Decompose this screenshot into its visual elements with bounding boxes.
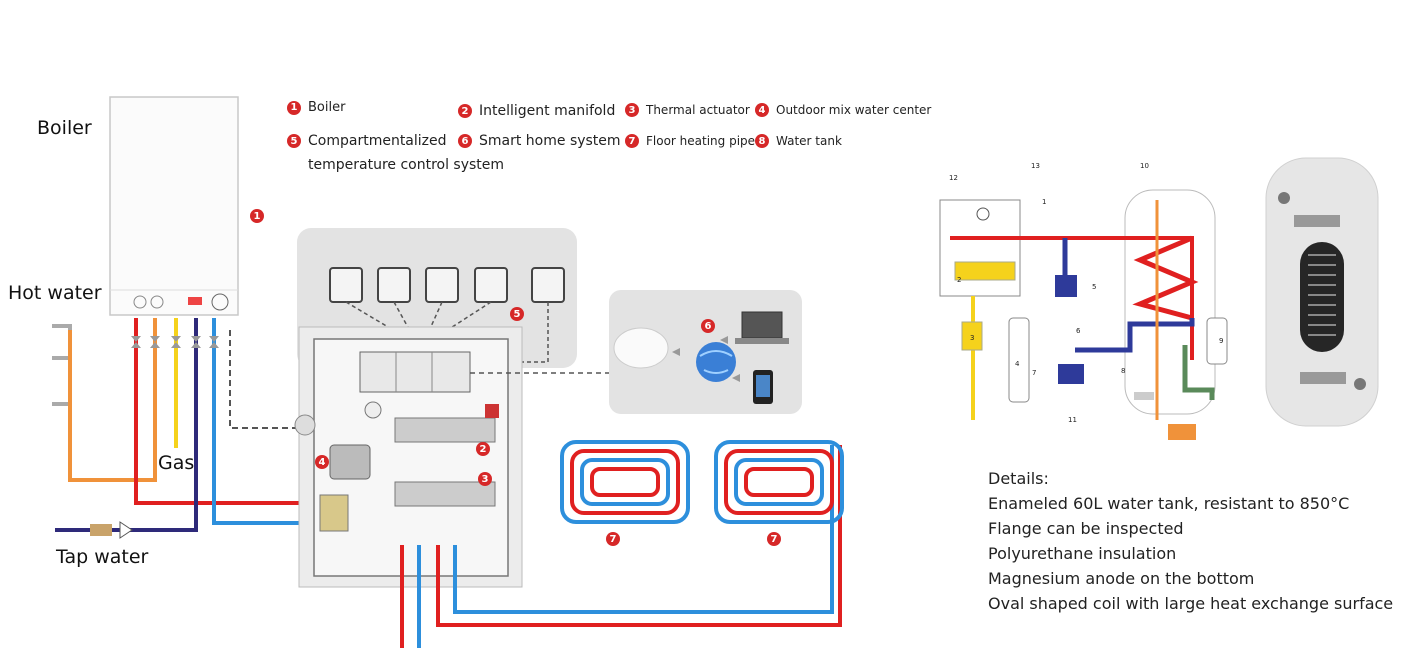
schematic-number: 8: [1121, 367, 1126, 375]
legend-line2: temperature control system: [308, 157, 505, 173]
schematic-number: 9: [1219, 337, 1224, 345]
thermostats: [329, 267, 565, 303]
schematic-number: 13: [1031, 162, 1040, 170]
gateway-device: [613, 327, 669, 369]
tank-schematic: [939, 189, 1228, 440]
boiler-unit: [109, 96, 239, 316]
details-heading: Details:: [988, 469, 1049, 488]
floor-coil-1: [560, 440, 690, 524]
schematic-number: 10: [1140, 162, 1149, 170]
marker-smart-home: 6: [701, 319, 715, 333]
marker-actuator: 3: [478, 472, 492, 486]
details-item: Magnesium anode on the bottom: [988, 569, 1255, 588]
pipe-blue-return: [212, 318, 320, 525]
schematic-number: 7: [1032, 369, 1037, 377]
details-item: Flange can be inspected: [988, 519, 1184, 538]
details-item: Oval shaped coil with large heat exchang…: [988, 594, 1394, 613]
schematic-number: 11: [1068, 416, 1077, 424]
details-item: Enameled 60L water tank, resistant to 85…: [988, 494, 1350, 513]
schematic-number: 5: [1092, 283, 1097, 291]
marker-compartment: 5: [510, 307, 524, 321]
pipe-orange-hot: [68, 318, 157, 482]
floor-coil-2: [714, 440, 844, 524]
laptop-icon: [741, 311, 783, 339]
boiler-label: Boiler: [37, 117, 92, 139]
marker-manifold: 2: [476, 442, 490, 456]
marker-floor-pipe-2: 7: [767, 532, 781, 546]
hot-water-taps: [52, 324, 72, 418]
details-block: Details: Enameled 60L water tank, resist…: [988, 466, 1393, 616]
schematic-number: 12: [949, 174, 958, 182]
marker-boiler: 1: [250, 209, 264, 223]
gas-label: Gas: [158, 452, 195, 474]
globe-icon: [696, 342, 736, 382]
hot-water-label: Hot water: [8, 282, 102, 304]
schematic-number: 1: [1042, 198, 1047, 206]
pipe-red-supply: [134, 318, 320, 505]
schematic-number: 4: [1015, 360, 1020, 368]
marker-mix-center: 4: [315, 455, 329, 469]
details-item: Polyurethane insulation: [988, 544, 1177, 563]
marker-floor-pipe-1: 7: [606, 532, 620, 546]
schematic-number: 3: [970, 334, 975, 342]
schematic-number: 2: [957, 276, 962, 284]
tap-water-label: Tap water: [56, 546, 149, 568]
schematic-number: 6: [1076, 327, 1081, 335]
